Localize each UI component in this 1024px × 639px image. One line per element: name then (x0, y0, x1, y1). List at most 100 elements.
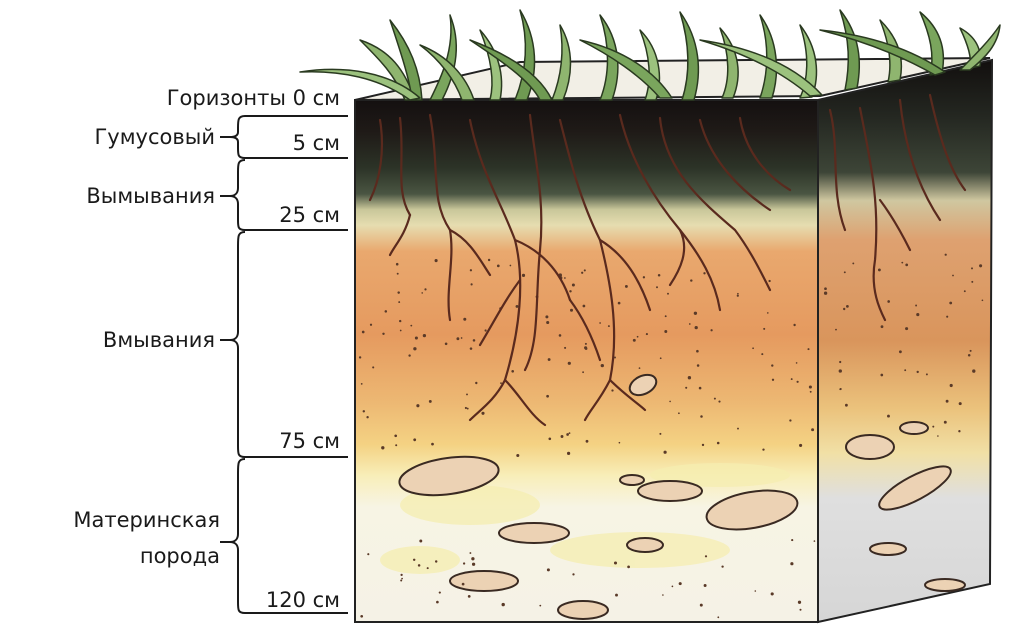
soil-speckle (752, 347, 754, 350)
soil-speckle (843, 271, 846, 274)
soil-speckle (905, 327, 909, 331)
soil-speckle (905, 263, 909, 267)
soil-speckle (456, 337, 460, 341)
soil-speckle (412, 558, 416, 562)
soil-speckle (566, 433, 569, 436)
soil-speckle (667, 292, 669, 295)
pebble (878, 465, 952, 511)
soil-speckle (835, 328, 837, 331)
soil-speckle (372, 366, 375, 369)
soil-speckle (360, 614, 364, 618)
soil-speckle (564, 346, 567, 349)
humus-label: Гумусовый (94, 125, 215, 149)
soil-speckle (367, 553, 370, 556)
soil-speckle (568, 432, 571, 434)
soil-speckle (399, 319, 402, 323)
soil-speckle (417, 564, 421, 567)
soil-speckle (704, 555, 708, 558)
soil-speckle (613, 561, 618, 565)
soil-speckle (398, 301, 401, 304)
soil-speckle (475, 381, 478, 385)
soil-speckle (958, 402, 962, 406)
soil-speckle (688, 323, 691, 325)
soil-speckle (700, 415, 703, 418)
soil-speckle (887, 300, 891, 303)
soil-speckle (581, 271, 584, 274)
pebble (498, 522, 570, 544)
soil-speckle (915, 304, 918, 307)
soil-speckle (501, 602, 505, 607)
soil-speckle (664, 330, 668, 333)
pebbles (398, 373, 966, 620)
soil-speckle (515, 304, 519, 308)
pebble (924, 578, 966, 592)
soil-speckle (979, 264, 983, 268)
soil-speckle (771, 364, 774, 367)
soil-speckle (564, 277, 566, 279)
soil-speckle (632, 338, 636, 342)
soil-speckle (381, 446, 385, 450)
soil-speckle (414, 336, 418, 340)
soil-speckle (560, 435, 564, 438)
brace-parent (229, 458, 246, 614)
pebble (449, 570, 519, 592)
soil-speckle (463, 317, 467, 321)
soil-speckle (546, 394, 549, 398)
soil-speckle (428, 399, 432, 403)
soil-speckle (678, 582, 682, 586)
soil-speckles (358, 253, 984, 619)
soil-speckle (636, 335, 639, 338)
soil-speckle (971, 280, 974, 283)
soil-speckle (768, 279, 771, 283)
soil-speckle (687, 376, 692, 380)
soil-speckle (659, 432, 662, 435)
soil-speckle (678, 412, 680, 415)
soil-speckle (496, 264, 500, 268)
soil-speckle (721, 565, 724, 568)
soil-speckle (583, 269, 586, 272)
soil-speckle (981, 299, 984, 302)
soil-speckle (400, 579, 403, 582)
soil-speckle (484, 329, 487, 332)
soil-speckle (823, 291, 828, 295)
pebble (899, 421, 929, 435)
labels: Горизонты 0 см Гумусовый 5 см Вымывания … (73, 86, 340, 612)
soil-speckle (547, 358, 551, 361)
soil-speckle (813, 540, 816, 542)
soil-speckle (698, 386, 702, 390)
soil-speckle (469, 347, 473, 350)
soil-speckle (808, 385, 812, 389)
soil-speckle (717, 616, 720, 619)
soil-speckle (395, 444, 398, 447)
soil-speckle (539, 604, 542, 607)
soil-speckle (422, 333, 427, 338)
soil-speckle (511, 369, 515, 373)
soil-speckle (703, 272, 706, 275)
soil-speckle (426, 567, 429, 570)
illuvial-label: Вмывания (103, 328, 215, 352)
soil-speckle (685, 386, 688, 389)
soil-speckle (471, 557, 475, 561)
soil-speckle (611, 389, 614, 392)
soil-speckle (944, 253, 947, 256)
brace-illuvial (229, 231, 246, 458)
soil-speckle (434, 259, 438, 263)
soil-speckle (584, 342, 587, 345)
soil-speckle (419, 539, 423, 543)
soil-speckle (663, 450, 667, 454)
soil-speckle (516, 453, 520, 458)
soil-speckle (790, 562, 794, 566)
soil-speckle (614, 356, 616, 359)
soil-speckle (358, 356, 362, 359)
soil-speckle (761, 353, 764, 356)
soil-speckle (943, 420, 947, 424)
soil-speckle (916, 370, 919, 374)
soil-speckle (949, 301, 953, 305)
soil-speckle (410, 324, 413, 327)
soil-speckle (460, 337, 463, 339)
parent-label-line2: порода (140, 544, 220, 568)
soil-speckle (569, 290, 572, 293)
soil-speckle (469, 552, 472, 554)
soil-speckle (937, 435, 939, 437)
soil-side-face (817, 58, 994, 624)
